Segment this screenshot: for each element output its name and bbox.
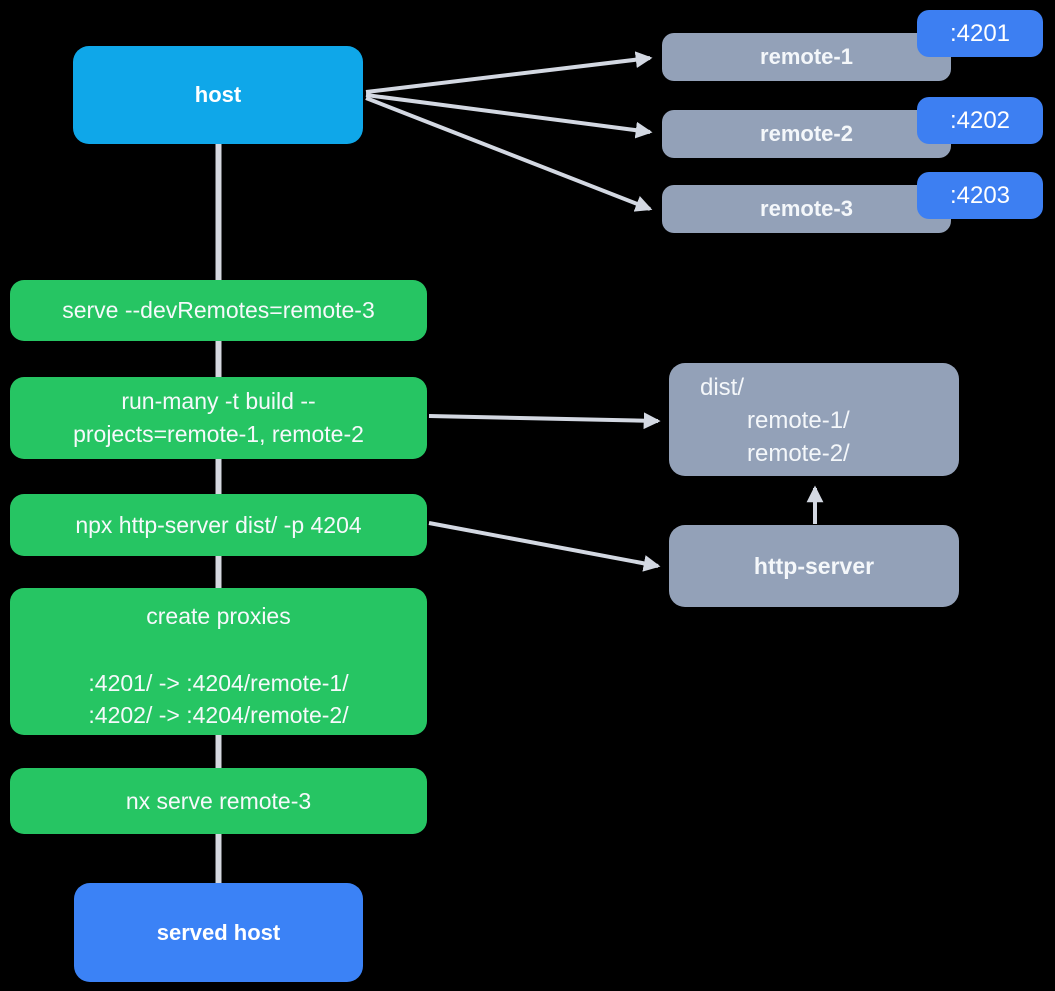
proxy-rule-1: :4201/ -> :4204/remote-1/ [88,670,349,696]
dist-line-root: dist/ [700,374,745,401]
served-host-node: served host [74,883,363,982]
remote-2-node: remote-2 [662,110,951,158]
remote-3-label: remote-3 [760,196,853,221]
port-badge-4202: :4202 [917,97,1043,144]
step-nx-serve-remote-3: nx serve remote-3 [10,768,427,834]
port-badge-4202-label: :4202 [949,106,1011,134]
dist-line-remote-1: remote-1/ [747,407,850,434]
edge-host-remote-2 [365,93,653,139]
remote-1-label: remote-1 [760,44,853,69]
http-server-label: http-server [753,552,875,579]
dist-folder-node: dist/ remote-1/ remote-2/ [669,363,959,476]
http-server-node: http-server [669,525,959,607]
port-badge-4203-label: :4203 [949,181,1011,209]
host-node: host [73,46,363,144]
served-host-label: served host [156,919,281,945]
step-nxserve-label: nx serve remote-3 [125,787,312,814]
step-http-label: npx http-server dist/ -p 4204 [75,511,362,538]
edge-httpstep-httpserver [428,521,661,572]
step-build-line-1: run-many -t build -- [121,388,316,414]
step-create-proxies: create proxies :4201/ -> :4204/remote-1/… [10,588,427,735]
step-serve-label: serve --devRemotes=remote-3 [62,297,375,323]
host-label: host [194,82,242,107]
step-build-line-2: projects=remote-1, remote-2 [73,421,364,447]
remote-1-node: remote-1 [662,33,951,81]
port-badge-4201-label: :4201 [949,19,1011,47]
step-proxies-title: create proxies [146,603,291,629]
port-badge-4203: :4203 [917,172,1043,219]
edge-host-remote-1 [365,51,653,94]
edge-build-dist [428,412,661,430]
remote-2-label: remote-2 [760,121,853,146]
remote-3-node: remote-3 [662,185,951,233]
proxy-rules: :4201/ -> :4204/remote-1/ :4202/ -> :420… [88,667,348,731]
dist-line-remote-2: remote-2/ [747,440,850,467]
step-npx-http-server: npx http-server dist/ -p 4204 [10,494,427,556]
step-serve-dev-remotes: serve --devRemotes=remote-3 [10,280,427,341]
edge-host-remote-3 [365,96,653,212]
step-run-many-build: run-many -t build -- projects=remote-1, … [10,377,427,459]
port-badge-4201: :4201 [917,10,1043,57]
proxy-rule-2: :4202/ -> :4204/remote-2/ [88,702,349,728]
